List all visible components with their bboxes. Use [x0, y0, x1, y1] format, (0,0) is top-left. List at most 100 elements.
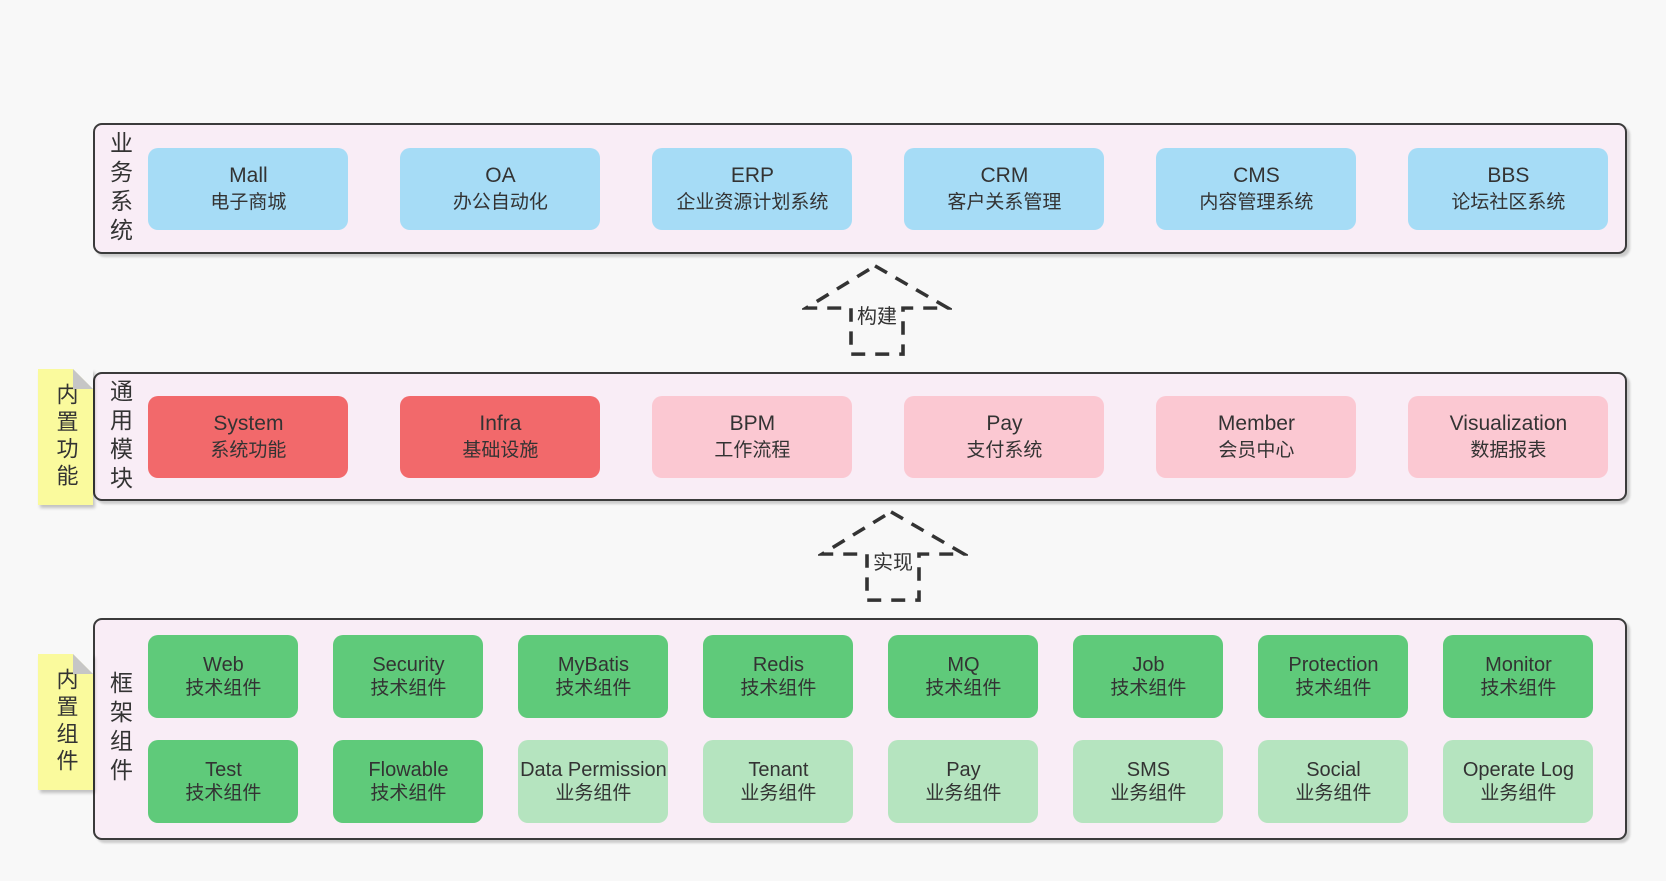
component-desc: 电子商城	[210, 191, 287, 213]
component-desc: 技术组件	[740, 678, 817, 700]
component-name: CRM	[980, 164, 1029, 188]
component-box-infra: Infra 基础设施	[400, 395, 601, 478]
component-desc: 企业资源计划系统	[676, 191, 829, 213]
component-desc: 技术组件	[185, 678, 262, 700]
component-name: Visualization	[1449, 412, 1568, 436]
component-name: Web	[203, 653, 244, 676]
dashed-up-arrow-icon	[818, 509, 968, 602]
arrow-label-build: 构建	[854, 300, 900, 329]
component-name: Social	[1306, 758, 1361, 781]
component-box-bpm: BPM 工作流程	[652, 395, 853, 478]
arrow-label-implement: 实现	[870, 546, 916, 575]
band-label-framework-components: 框架组件	[106, 671, 133, 787]
component-desc: 技术组件	[1110, 678, 1187, 700]
component-name: ERP	[730, 164, 775, 188]
component-desc: 基础设施	[462, 439, 539, 461]
component-name: MyBatis	[557, 653, 629, 676]
component-name: MQ	[947, 653, 980, 676]
component-name: SMS	[1126, 758, 1171, 781]
component-name: Operate Log	[1462, 758, 1575, 781]
band-label-common-modules: 通用模块	[106, 378, 133, 495]
component-box-oa: OA 办公自动化	[400, 147, 601, 230]
component-desc: 业务组件	[1480, 783, 1557, 805]
component-name: Security	[372, 653, 445, 676]
component-name: Data Permission	[520, 758, 667, 781]
component-desc: 办公自动化	[452, 191, 548, 213]
arrow-implement: 实现	[818, 508, 968, 604]
dashed-up-arrow-icon	[802, 263, 952, 356]
component-desc: 技术组件	[370, 783, 447, 805]
component-desc: 业务组件	[1110, 783, 1187, 805]
component-desc: 技术组件	[185, 783, 262, 805]
component-desc: 业务组件	[555, 783, 632, 805]
component-name: Flowable	[368, 758, 449, 781]
component-desc: 工作流程	[714, 439, 791, 461]
component-desc: 会员中心	[1218, 439, 1295, 461]
component-name: Member	[1217, 412, 1295, 436]
component-desc: 支付系统	[966, 439, 1043, 461]
component-desc: 技术组件	[925, 678, 1002, 700]
arrow-build: 构建	[802, 262, 952, 358]
component-desc: 技术组件	[370, 678, 447, 700]
component-name: System	[213, 412, 284, 436]
component-name: Job	[1132, 653, 1165, 676]
component-desc: 技术组件	[555, 678, 632, 700]
component-desc: 数据报表	[1470, 439, 1547, 461]
component-desc: 技术组件	[1480, 678, 1557, 700]
component-desc: 业务组件	[740, 783, 817, 805]
component-name: Redis	[752, 653, 804, 676]
component-desc: 系统功能	[210, 439, 287, 461]
component-box-member: Member 会员中心	[1156, 395, 1357, 478]
component-box-erp: ERP 企业资源计划系统	[652, 147, 853, 230]
component-box-visualization: Visualization 数据报表	[1408, 395, 1609, 478]
component-name: Infra	[479, 412, 522, 436]
component-desc: 业务组件	[1295, 783, 1372, 805]
note-built-in-components: 内置组件	[38, 654, 93, 790]
band-common-modules: 通用模块 System 系统功能 Infra 基础设施 BPM 工作流程 Pay 支付系统 Me…	[93, 372, 1627, 501]
component-desc: 技术组件	[1295, 678, 1372, 700]
component-name: Test	[205, 758, 242, 781]
component-box-mall: Mall 电子商城	[148, 147, 349, 230]
band-label-business-systems: 业务系统	[106, 130, 133, 247]
component-name: Monitor	[1485, 653, 1552, 676]
component-name: Tenant	[748, 758, 809, 781]
component-desc: 业务组件	[925, 783, 1002, 805]
band-items-common-modules: System 系统功能 Infra 基础设施 BPM 工作流程 Pay 支付系统 Member 会…	[132, 374, 1625, 499]
component-name: Pay	[946, 758, 981, 781]
component-desc: 论坛社区系统	[1451, 191, 1566, 213]
note-built-in-components-text: 内置组件	[53, 668, 79, 776]
note-built-in-features: 内置功能	[38, 369, 93, 505]
component-name: Protection	[1288, 653, 1379, 676]
component-name: OA	[485, 164, 516, 188]
component-name: Pay	[986, 412, 1023, 436]
component-name: BBS	[1487, 164, 1530, 188]
component-name: Mall	[229, 164, 268, 188]
component-box-pay: Pay 支付系统	[904, 395, 1105, 478]
component-name: BPM	[729, 412, 776, 436]
component-name: CMS	[1233, 164, 1280, 188]
note-built-in-features-text: 内置功能	[53, 383, 79, 491]
